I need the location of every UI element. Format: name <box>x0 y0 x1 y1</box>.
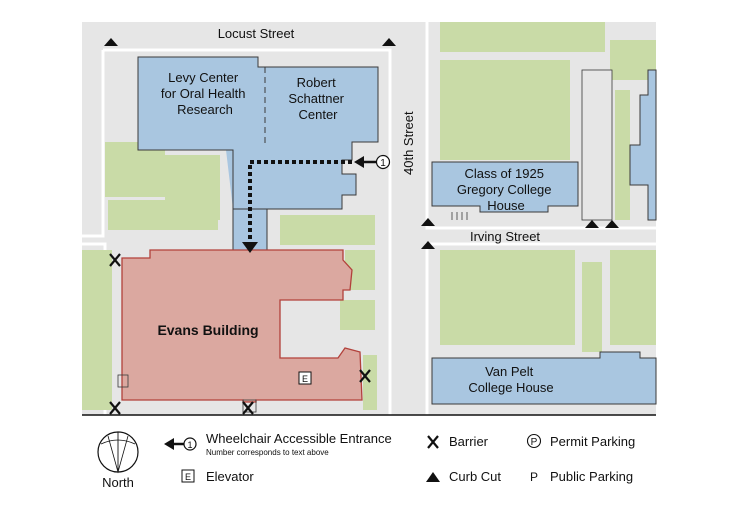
legend-north-label: North <box>102 475 134 490</box>
curb-cut-legend-icon <box>426 472 440 482</box>
street-label-irving: Irving Street <box>470 229 540 244</box>
curb-cut-icon <box>421 241 435 249</box>
stair-hatch <box>117 374 129 388</box>
legend-elevator-label: Elevator <box>206 469 254 484</box>
green-space <box>280 215 375 245</box>
legend-permit-parking-label: Permit Parking <box>550 434 635 449</box>
wheelchair-entrance-marker[interactable]: 1 <box>354 154 391 170</box>
green-space <box>363 355 377 410</box>
curb-cut-icon <box>104 38 118 46</box>
evans-building <box>121 249 363 403</box>
curb-cut-icon <box>382 38 396 46</box>
label-evans-building: Evans Building <box>157 322 258 338</box>
green-space <box>82 250 112 410</box>
legend-public-parking-label: Public Parking <box>550 469 633 484</box>
curb-cut-icon <box>421 218 435 226</box>
legend-entrance-number: 1 <box>187 440 192 450</box>
barrier-legend-icon <box>427 435 439 449</box>
route-arrowhead <box>242 242 258 253</box>
curb-cut-icon <box>585 220 599 228</box>
green-space <box>440 115 570 160</box>
stair-hatch <box>242 399 257 413</box>
accessible-route <box>248 160 352 240</box>
wheelchair-entrance-legend-icon: 1 <box>164 437 197 451</box>
legend: North 1 Wheelchair Accessible Entrance N… <box>97 431 635 490</box>
stair-marks <box>451 212 468 220</box>
green-space <box>440 60 570 115</box>
entrance-number: 1 <box>380 158 386 169</box>
legend-barrier-label: Barrier <box>449 434 489 449</box>
curb-cut-icon <box>605 220 619 228</box>
green-space <box>582 262 602 352</box>
legend-curb-cut-label: Curb Cut <box>449 469 501 484</box>
green-space <box>440 22 605 52</box>
street-label-40th: 40th Street <box>401 111 416 175</box>
legend-wheelchair-note: Number corresponds to text above <box>206 448 329 457</box>
side-building <box>581 69 613 221</box>
green-space <box>108 200 218 230</box>
van-pelt-building <box>431 351 657 405</box>
north-compass-icon <box>97 431 139 474</box>
class-of-1925-building <box>431 161 579 213</box>
barrier-icon <box>359 369 371 383</box>
sidewalk-outline <box>425 22 656 230</box>
label-levy-center: Levy Center for Oral Health Research <box>161 70 249 117</box>
label-van-pelt: Van Pelt College House <box>468 364 553 395</box>
legend-wheelchair-label: Wheelchair Accessible Entrance <box>206 431 392 446</box>
legend-elevator-letter: E <box>185 472 191 482</box>
barrier-icon <box>109 253 121 267</box>
green-space <box>610 250 656 345</box>
elevator-letter: E <box>302 374 308 384</box>
permit-parking-icon <box>526 433 542 449</box>
sidewalk-outline <box>103 48 392 415</box>
elevator-marker: E <box>298 371 312 385</box>
elevator-legend-icon <box>181 469 195 483</box>
barrier-icon <box>109 401 121 415</box>
green-space <box>340 300 375 330</box>
sidewalk-outline <box>82 50 105 238</box>
street-label-locust: Locust Street <box>218 26 295 41</box>
east-building <box>629 69 657 221</box>
barrier-icon <box>242 401 254 415</box>
label-schattner-center: Robert Schattner Center <box>288 75 347 122</box>
label-class-of-1925: Class of 1925 Gregory College House <box>457 166 555 213</box>
permit-parking-symbol: P <box>531 437 538 448</box>
public-parking-symbol: P <box>530 470 538 484</box>
green-space <box>615 90 630 220</box>
green-space <box>105 142 165 197</box>
green-space <box>440 250 575 345</box>
